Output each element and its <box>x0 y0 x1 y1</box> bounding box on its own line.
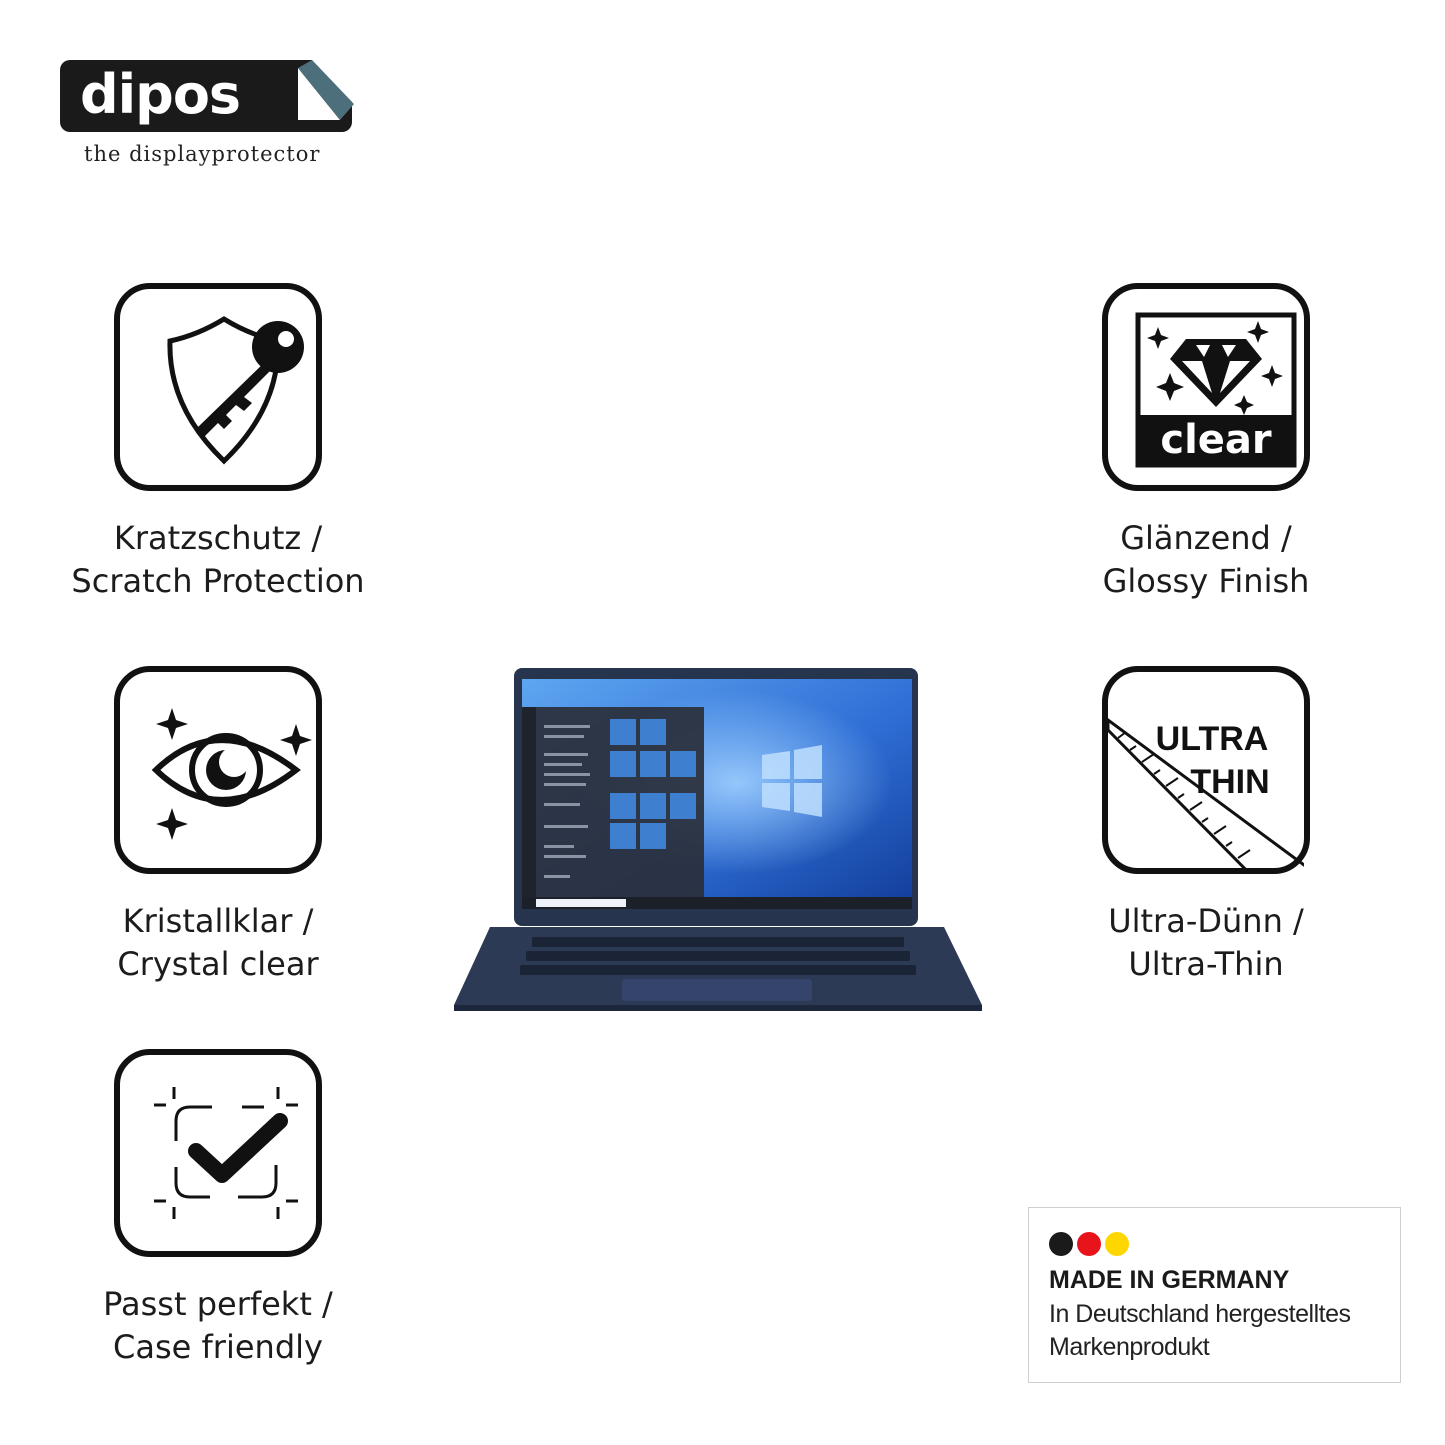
feature-scratch-protection: Kratzschutz / Scratch Protection <box>58 283 378 603</box>
feature-label-en: Glossy Finish <box>1102 562 1310 600</box>
laptop-image <box>454 668 982 1011</box>
logo-tagline: the displayprotector <box>84 142 321 166</box>
peel-corner-icon <box>298 60 354 120</box>
brand-logo: dipos the displayprotector <box>60 60 354 172</box>
diamond-clear-icon: clear <box>1135 312 1297 468</box>
feature-label-de: Ultra-Dünn / <box>1108 902 1304 940</box>
feature-icon-frame: clear <box>1102 283 1310 491</box>
feature-label-de: Kristallklar / <box>122 902 314 940</box>
eye-icon <box>151 708 312 840</box>
feature-label-en: Crystal clear <box>117 945 319 983</box>
feature-glossy-finish: clear Glänzend / Glossy Finish <box>1046 283 1366 603</box>
feature-label-de: Glänzend / <box>1120 519 1292 557</box>
feature-label-de: Kratzschutz / <box>113 519 323 557</box>
feature-label-en: Case friendly <box>113 1328 323 1366</box>
ultra-thin-ruler-icon: ULTRA THIN <box>1108 718 1304 868</box>
made-in-germany-badge: MADE IN GERMANY In Deutschland hergestel… <box>1028 1207 1401 1383</box>
feature-label: Glänzend / Glossy Finish <box>1046 517 1366 603</box>
feature-label-de: Passt perfekt / <box>103 1285 333 1323</box>
feature-crystal-clear: Kristallklar / Crystal clear <box>58 666 378 986</box>
shield-key-icon <box>167 316 304 465</box>
thin-label: THIN <box>1190 763 1269 801</box>
feature-label: Kristallklar / Crystal clear <box>58 900 378 986</box>
clear-label: clear <box>1160 417 1272 463</box>
feature-label: Passt perfekt / Case friendly <box>58 1283 378 1369</box>
feature-icon-frame <box>114 1049 322 1257</box>
feature-label: Kratzschutz / Scratch Protection <box>58 517 378 603</box>
badge-line-2: Markenprodukt <box>1049 1333 1210 1361</box>
badge-title: MADE IN GERMANY <box>1049 1266 1290 1294</box>
feature-icon-frame <box>114 666 322 874</box>
feature-icon-frame: ULTRA THIN <box>1102 666 1310 874</box>
feature-label-en: Scratch Protection <box>71 562 365 600</box>
logo-wordmark: dipos <box>80 63 241 126</box>
feature-icon-frame <box>114 283 322 491</box>
flag-dot-gold <box>1105 1232 1129 1256</box>
feature-ultra-thin: ULTRA THIN Ultra-Dünn / Ultra-Thin <box>1046 666 1366 986</box>
ultra-label: ULTRA <box>1156 720 1269 758</box>
flag-dot-black <box>1049 1232 1073 1256</box>
feature-label: Ultra-Dünn / Ultra-Thin <box>1046 900 1366 986</box>
feature-label-en: Ultra-Thin <box>1128 945 1284 983</box>
feature-case-friendly: Passt perfekt / Case friendly <box>58 1049 378 1369</box>
badge-line-1: In Deutschland hergestelltes <box>1049 1300 1351 1328</box>
flag-dot-red <box>1077 1232 1101 1256</box>
flag-dots-icon <box>1049 1232 1133 1256</box>
checkmark-frame-icon <box>154 1087 298 1219</box>
